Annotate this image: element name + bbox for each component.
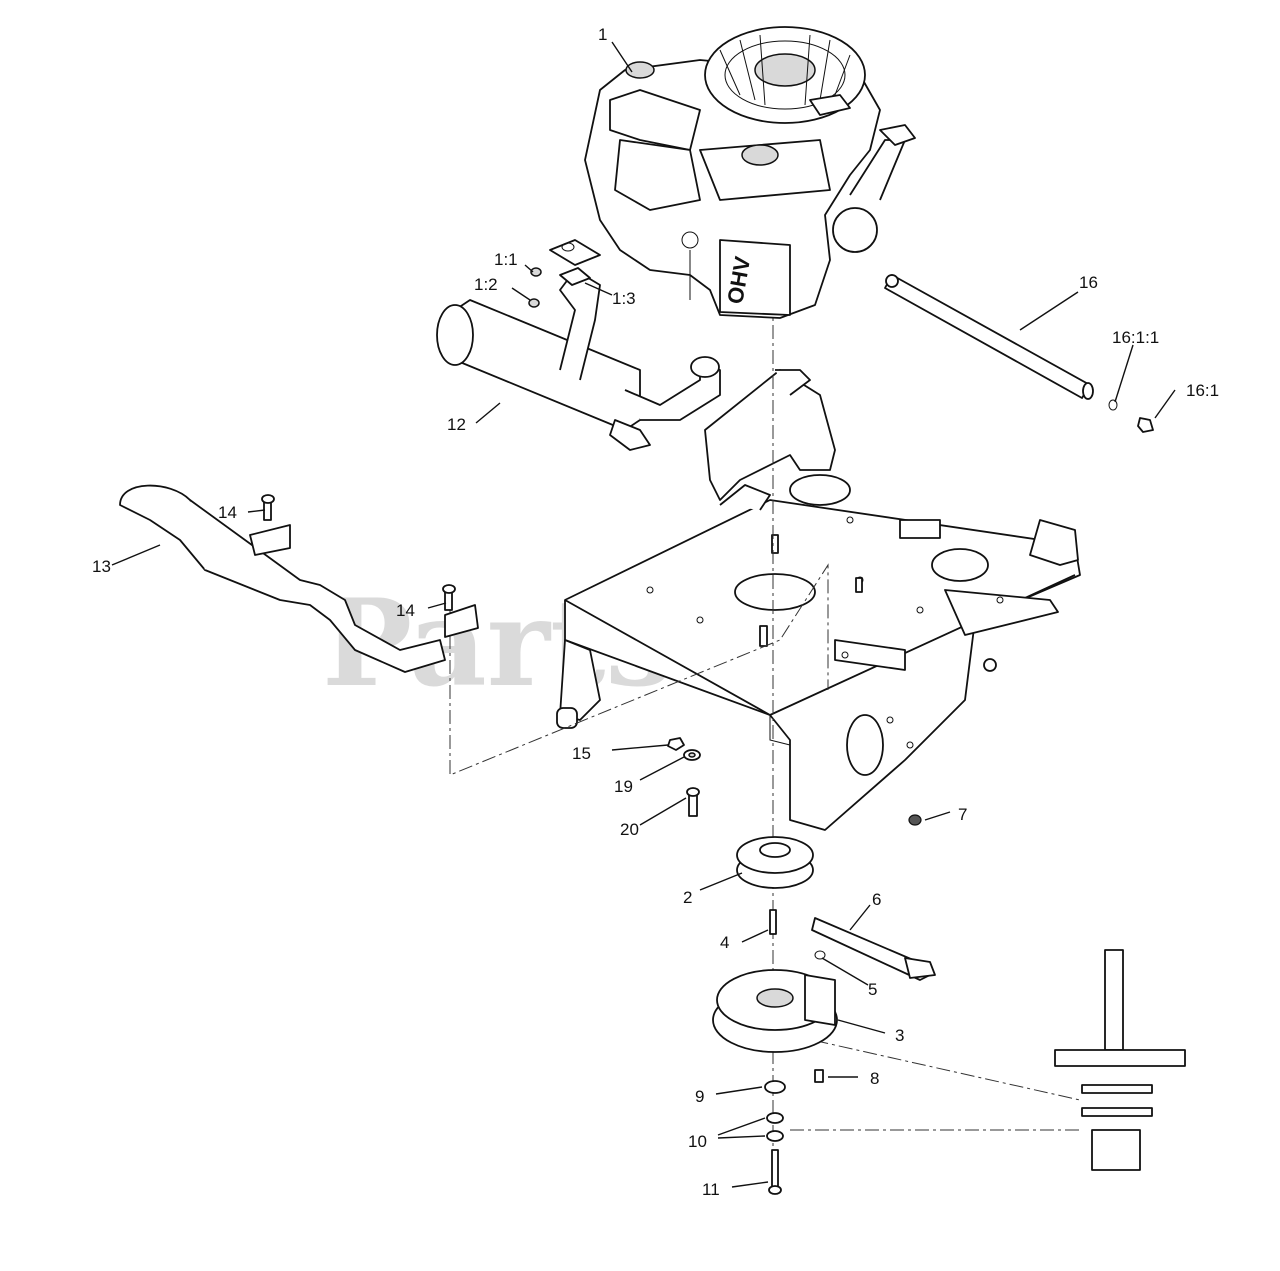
engine-assembly: OHV (584, 26, 916, 319)
callout-15: 15 (572, 744, 591, 763)
callout-2: 2 (683, 888, 692, 907)
callout-1: 1 (598, 25, 607, 44)
callout-16: 16 (1079, 273, 1098, 292)
layout-line-pulley (789, 1034, 1081, 1131)
callout-6: 6 (872, 890, 881, 909)
drive-pulley-assembly (712, 836, 936, 1195)
callout-10: 10 (688, 1132, 707, 1151)
detail-spindle-view (1054, 949, 1186, 1171)
callout-4: 4 (720, 933, 729, 952)
callout-16-1-1: 16:1:1 (1112, 328, 1159, 347)
callout-19: 19 (614, 777, 633, 796)
callout-12: 12 (447, 415, 466, 434)
callout-8: 8 (870, 1069, 879, 1088)
handle-bar-assembly (119, 484, 479, 673)
callout-11: 11 (702, 1180, 720, 1199)
callout-5: 5 (868, 980, 877, 999)
callout-labels: 1 1:1 1:2 1:3 2 3 4 5 6 7 8 9 10 11 12 1… (92, 25, 1219, 1199)
leader-lines (111, 41, 1176, 1188)
callout-1-2: 1:2 (474, 275, 498, 294)
layout-line-left (449, 563, 829, 776)
muffler-assembly (436, 239, 721, 451)
callout-9: 9 (695, 1087, 704, 1106)
hardware-items (667, 737, 922, 826)
callout-1-1: 1:1 (494, 250, 518, 269)
callout-3: 3 (895, 1026, 904, 1045)
callout-13: 13 (92, 557, 111, 576)
chassis-frame (556, 369, 1081, 831)
callout-14b: 14 (396, 601, 415, 620)
callout-20: 20 (620, 820, 639, 839)
callout-16-1: 16:1 (1186, 381, 1219, 400)
callout-7: 7 (958, 805, 967, 824)
fuel-tube-assembly (884, 274, 1154, 433)
callout-14a: 14 (218, 503, 237, 522)
callout-1-3: 1:3 (612, 289, 636, 308)
